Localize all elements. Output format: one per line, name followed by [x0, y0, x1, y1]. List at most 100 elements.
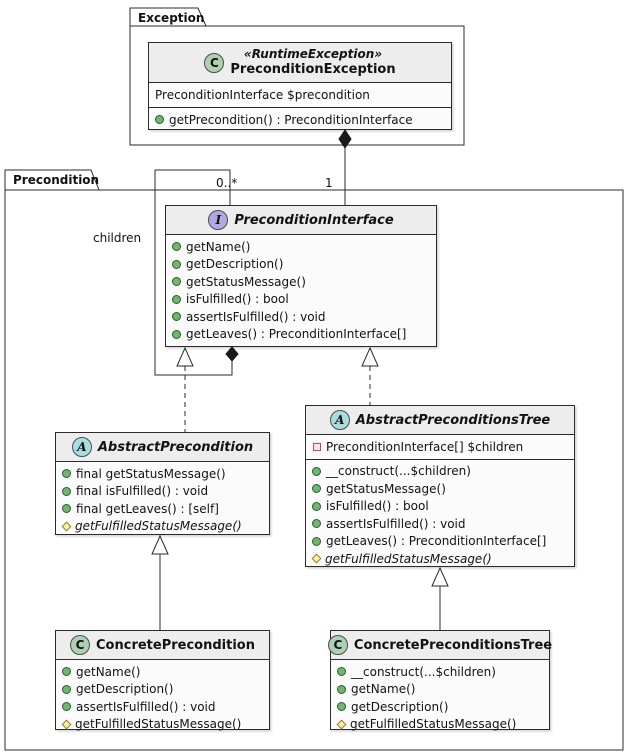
composition-exception-diamond [338, 129, 352, 149]
class-header: C ConcretePreconditionsTree [327, 631, 552, 660]
method-label: getDescription() [76, 682, 174, 697]
public-method-icon [312, 519, 321, 529]
public-method-icon [312, 466, 321, 476]
public-method-icon [337, 702, 346, 712]
class-concrete-preconditions-tree: C ConcretePreconditionsTree __construct(… [327, 630, 552, 731]
class-abstract-precondition: A AbstractPrecondition final getStatusMe… [55, 432, 270, 535]
class-abstract-preconditions-tree: A AbstractPreconditionsTree Precondition… [305, 405, 575, 567]
class-name: PreconditionInterface [234, 212, 394, 228]
realization-abstract-preconditions-tree-triangle [361, 346, 379, 367]
methods-section: __construct(...$children) getName() getD… [331, 660, 549, 736]
protected-method-icon [61, 521, 72, 532]
method-row: getLeaves() : PreconditionInterface[] [312, 533, 568, 551]
method-row: getDescription() [172, 256, 430, 274]
method-row: isFulfilled() : bool [172, 291, 430, 309]
method-label: assertIsFulfilled() : void [326, 516, 466, 531]
private-field-icon [313, 442, 321, 451]
method-label: final getLeaves() : [self] [76, 501, 219, 516]
class-header: A AbstractPreconditionsTree [306, 406, 574, 435]
class-spot-icon: C [204, 52, 225, 73]
field-row: PreconditionInterface $precondition [155, 86, 445, 104]
method-label: assertIsFulfilled() : void [76, 699, 216, 714]
methods-section: getName() getDescription() getStatusMess… [166, 235, 436, 346]
field-row: PreconditionInterface[] $children [312, 438, 568, 456]
method-row: getFulfilledStatusMessage() [336, 716, 543, 734]
class-name: AbstractPreconditionsTree [355, 412, 551, 428]
children-role-label: children [93, 231, 142, 245]
method-row: getLeaves() : PreconditionInterface[] [172, 326, 430, 344]
public-method-icon [62, 469, 71, 479]
method-label: getStatusMessage() [186, 274, 306, 289]
methods-section: getPrecondition() : PreconditionInterfac… [149, 106, 451, 132]
method-row: getName() [337, 681, 543, 699]
method-label: __construct(...$children) [351, 664, 496, 679]
public-method-icon [172, 277, 181, 287]
abstract-spot-icon: A [329, 410, 350, 430]
methods-section: final getStatusMessage() final isFulfill… [56, 462, 269, 538]
method-label: getName() [186, 239, 251, 254]
public-method-icon [62, 684, 71, 694]
public-method-icon [172, 312, 181, 322]
method-row: getName() [62, 663, 263, 681]
method-label: isFulfilled() : bool [186, 292, 289, 307]
method-label: getLeaves() : PreconditionInterface[] [326, 534, 547, 549]
interface-spot-icon: I [208, 210, 229, 230]
class-name: AbstractPrecondition [97, 439, 254, 455]
method-row: getFulfilledStatusMessage() [61, 716, 263, 734]
method-row: __construct(...$children) [312, 463, 568, 481]
class-name: ConcretePrecondition [96, 637, 255, 653]
methods-section: getName() getDescription() assertIsFulfi… [56, 660, 269, 736]
public-method-icon [312, 484, 321, 494]
field-label: PreconditionInterface[] $children [326, 439, 524, 454]
inheritance-concrete-precondition-triangle [151, 534, 169, 555]
class-header: C ConcretePrecondition [56, 631, 269, 660]
method-row: isFulfilled() : bool [312, 498, 568, 516]
fields-section: PreconditionInterface[] $children [306, 435, 574, 459]
exception-package-label: Exception [138, 11, 205, 25]
method-label: getName() [351, 682, 416, 697]
method-label: getDescription() [351, 699, 449, 714]
abstract-method-row: getFulfilledStatusMessage() [61, 518, 263, 536]
fields-section: PreconditionInterface $precondition [149, 83, 451, 107]
precondition-multiplicity-label: 1 [325, 176, 333, 190]
method-row: assertIsFulfilled() : void [62, 698, 263, 716]
class-header: A AbstractPrecondition [56, 433, 269, 462]
public-method-icon [337, 684, 346, 694]
method-row: final getLeaves() : [self] [62, 500, 263, 518]
method-label: getFulfilledStatusMessage() [325, 551, 492, 566]
children-association-line [154, 169, 233, 376]
method-label: final isFulfilled() : void [76, 484, 209, 499]
realization-abstract-precondition-triangle [176, 346, 194, 367]
field-label: PreconditionInterface $precondition [155, 88, 370, 102]
class-header: I PreconditionInterface [166, 206, 436, 235]
class-precondition-exception: C «RuntimeException» PreconditionExcepti… [148, 42, 452, 130]
public-method-icon [62, 486, 71, 496]
class-concrete-precondition: C ConcretePrecondition getName() getDesc… [55, 630, 270, 731]
method-label: getStatusMessage() [326, 481, 446, 496]
public-method-icon [172, 259, 181, 269]
abstract-method-row: getFulfilledStatusMessage() [311, 550, 568, 568]
public-method-icon [312, 501, 321, 511]
method-row: getStatusMessage() [312, 480, 568, 498]
protected-method-icon [311, 553, 322, 564]
method-row: getDescription() [337, 698, 543, 716]
class-spot-icon: C [327, 635, 348, 655]
method-label: getLeaves() : PreconditionInterface[] [186, 327, 407, 342]
method-row: getName() [172, 238, 430, 256]
public-method-icon [172, 329, 181, 339]
method-label: getFulfilledStatusMessage() [75, 519, 242, 534]
public-method-icon [172, 242, 181, 252]
method-row: final isFulfilled() : void [62, 483, 263, 501]
method-row: getStatusMessage() [172, 273, 430, 291]
protected-method-icon [336, 719, 347, 730]
method-label: final getStatusMessage() [76, 466, 226, 481]
class-title: «RuntimeException» PreconditionException [230, 47, 395, 78]
public-method-icon [172, 294, 181, 304]
public-method-icon [337, 667, 346, 677]
method-label: assertIsFulfilled() : void [186, 309, 326, 324]
method-row: __construct(...$children) [337, 663, 543, 681]
method-label: isFulfilled() : bool [326, 499, 429, 514]
method-label: getPrecondition() : PreconditionInterfac… [169, 112, 413, 127]
method-row: assertIsFulfilled() : void [172, 308, 430, 326]
